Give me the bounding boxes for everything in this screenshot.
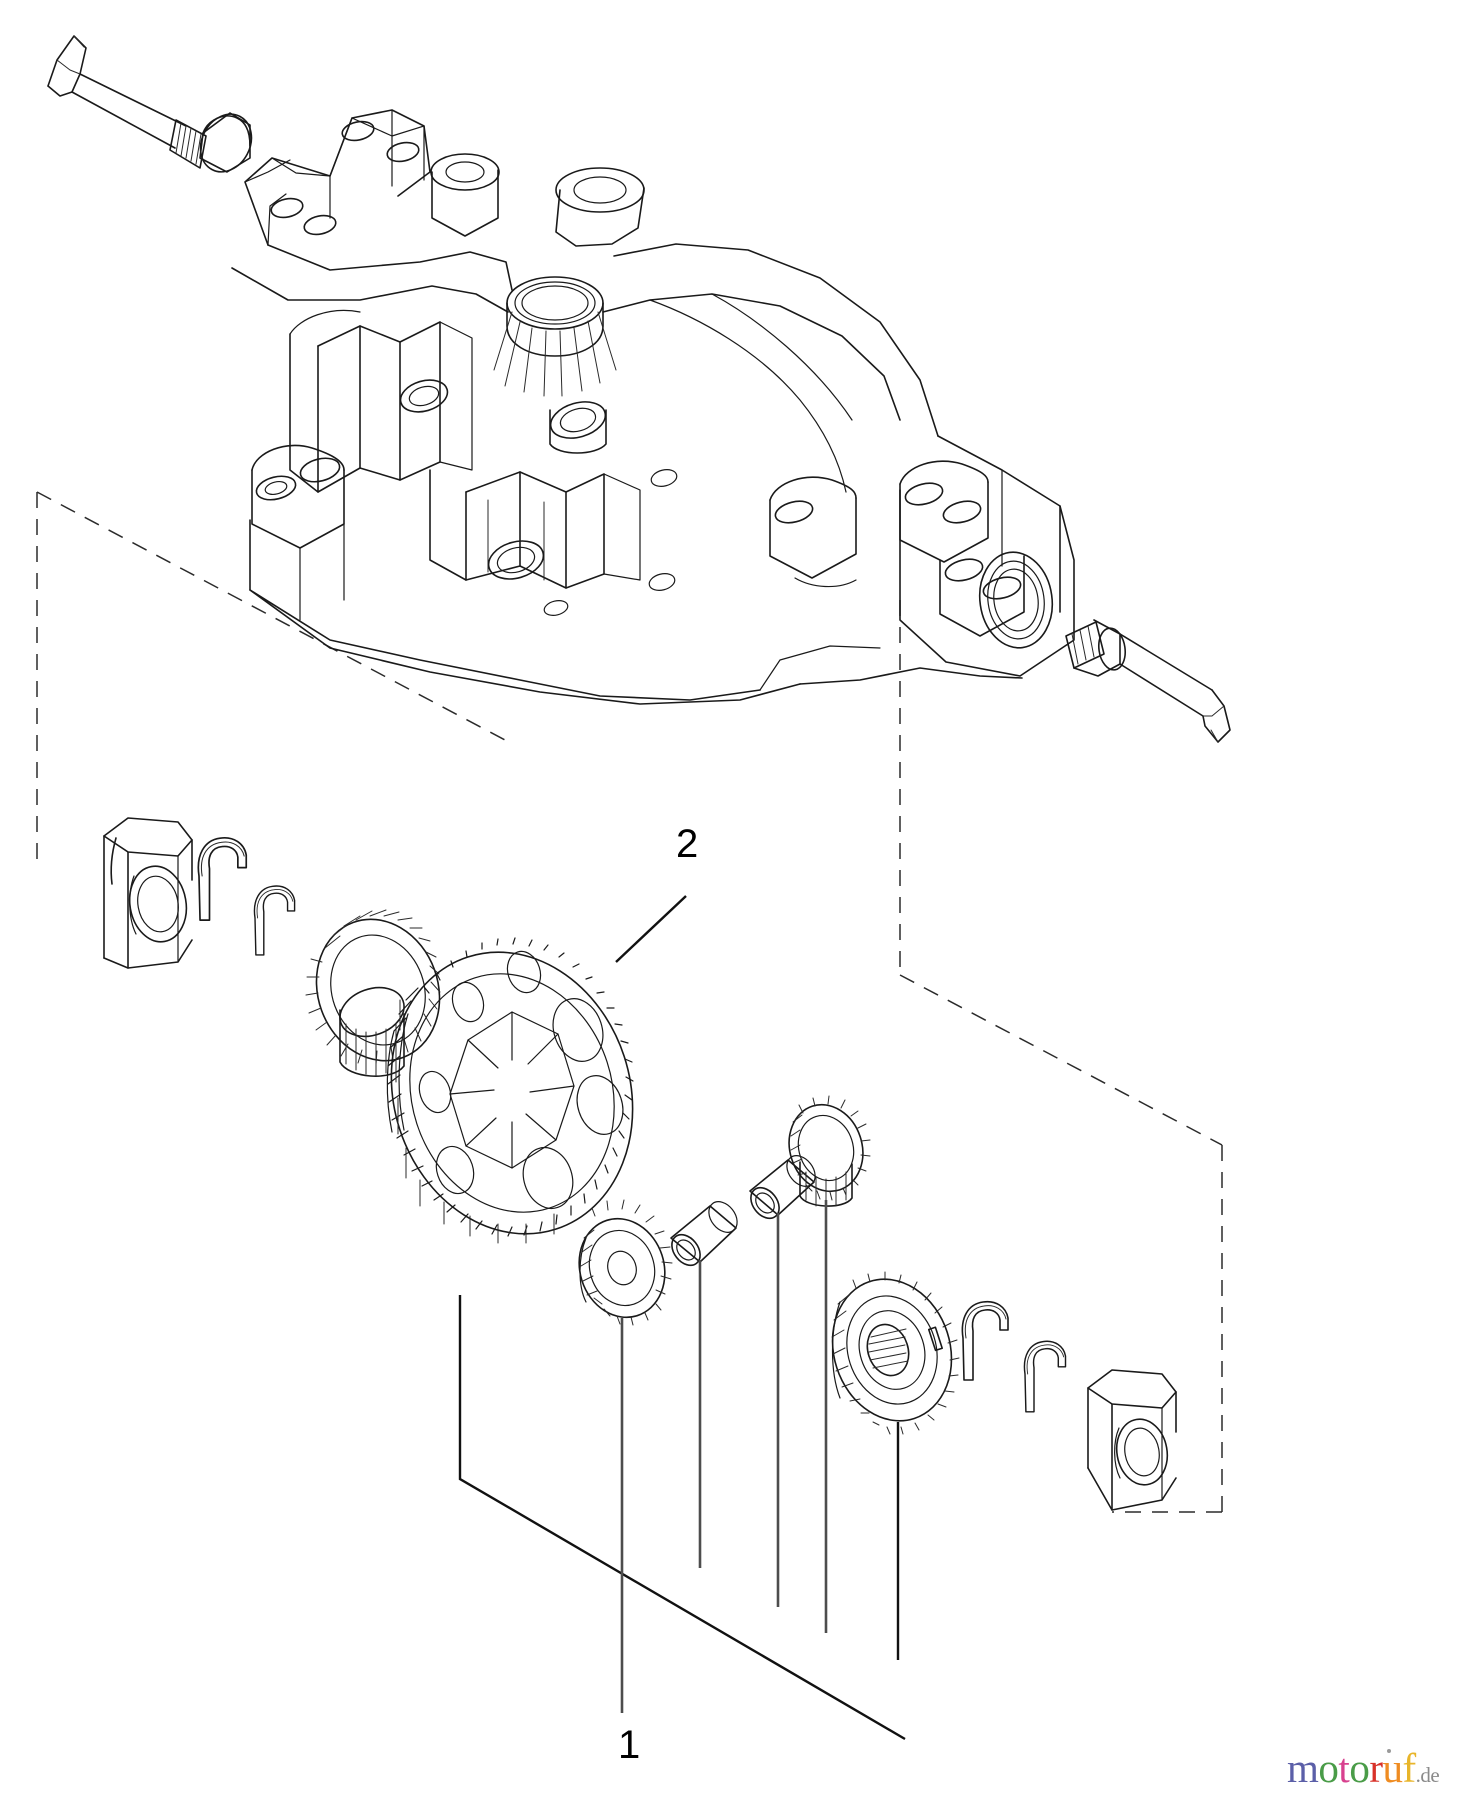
right-axle-shaft-part: [1065, 619, 1231, 743]
watermark-letter-o2: o: [1349, 1745, 1370, 1791]
watermark-dot: [1387, 1749, 1392, 1753]
callout-number-1: 1: [618, 1723, 641, 1767]
callout-number-2: 2: [676, 822, 699, 866]
watermark-letter-r: r: [1369, 1745, 1383, 1791]
watermark-letter-m: m: [1287, 1745, 1319, 1791]
transaxle-housing: [231, 109, 1075, 705]
small-pinion-gear-part: [578, 1199, 673, 1326]
left-axle-shaft-part: [47, 35, 253, 173]
watermark-letter-t: t: [1338, 1745, 1350, 1791]
watermark-letter-u: u: [1382, 1745, 1403, 1791]
motoruf-watermark: motoruf.de: [1287, 1745, 1440, 1791]
exploded-view-guide-lines: [36, 491, 1223, 1513]
left-bearing-flange-part: [103, 817, 193, 969]
spacer-sleeve-a-part: [670, 1201, 738, 1267]
watermark-letter-o1: o: [1318, 1745, 1339, 1791]
left-bevel-gear-part: [305, 909, 441, 1077]
right-bearing-flange-part: [1087, 1369, 1177, 1511]
large-ring-gear-part: [386, 937, 634, 1244]
splined-hub-gear-part: [831, 1271, 960, 1435]
watermark-tld: .de: [1415, 1763, 1440, 1787]
leader-lines: [458, 895, 906, 1741]
watermark-letter-f: f: [1402, 1745, 1416, 1791]
